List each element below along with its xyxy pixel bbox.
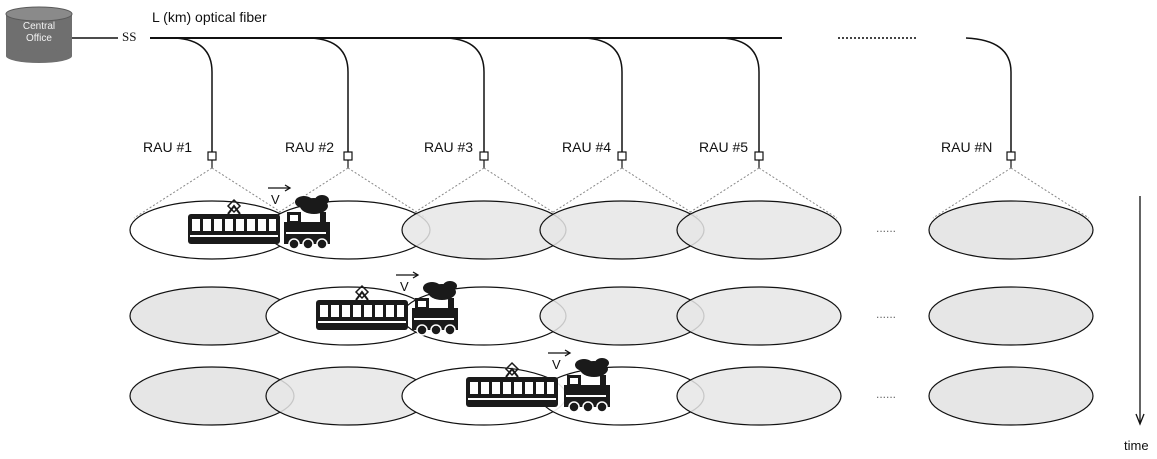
rau-antenna-icon <box>755 152 763 160</box>
locomotive-icon <box>564 358 610 412</box>
drop-fiber-n <box>966 38 1011 152</box>
velocity-label: V <box>400 279 409 294</box>
drop-fiber-5 <box>722 38 759 152</box>
row-2-cells <box>130 287 1093 345</box>
ss-label: SS <box>122 29 136 45</box>
velocity-label: V <box>552 357 561 372</box>
cell-ellipse <box>929 287 1093 345</box>
central-office-line1: Central <box>6 21 72 33</box>
time-arrow-icon <box>1136 196 1144 424</box>
rau-label-4: RAU #4 <box>562 139 611 155</box>
locomotive-icon <box>412 281 458 335</box>
velocity-label: V <box>271 192 280 207</box>
drop-fiber-2 <box>311 38 348 152</box>
rau-label-n: RAU #N <box>941 139 992 155</box>
rau-label-5: RAU #5 <box>699 139 748 155</box>
cells-ellipsis: ...... <box>876 221 896 235</box>
locomotive-icon <box>284 195 330 249</box>
fiber-label: L (km) optical fiber <box>152 9 267 25</box>
rau-antenna-icon <box>480 152 488 160</box>
rau-label-2: RAU #2 <box>285 139 334 155</box>
cell-ellipse <box>929 367 1093 425</box>
drop-fiber-3 <box>447 38 484 152</box>
central-office-label: Central Office <box>6 21 72 45</box>
rau-antenna-icon <box>344 152 352 160</box>
row-3-cells <box>130 367 1093 425</box>
rau-antenna-icon <box>1007 152 1015 160</box>
central-office-line2: Office <box>6 33 72 45</box>
cells-ellipsis: ...... <box>876 387 896 401</box>
cells-ellipsis: ...... <box>876 307 896 321</box>
drop-fiber-4 <box>585 38 622 152</box>
rau-antenna-icon <box>618 152 626 160</box>
time-label: time <box>1124 438 1149 453</box>
rau-label-3: RAU #3 <box>424 139 473 155</box>
rau-antenna-icon <box>208 152 216 160</box>
cell-ellipse <box>677 367 841 425</box>
cell-ellipse <box>677 201 841 259</box>
cell-ellipse <box>677 287 841 345</box>
rau-label-1: RAU #1 <box>143 139 192 155</box>
drop-fiber-1 <box>175 38 212 152</box>
cell-ellipse <box>929 201 1093 259</box>
